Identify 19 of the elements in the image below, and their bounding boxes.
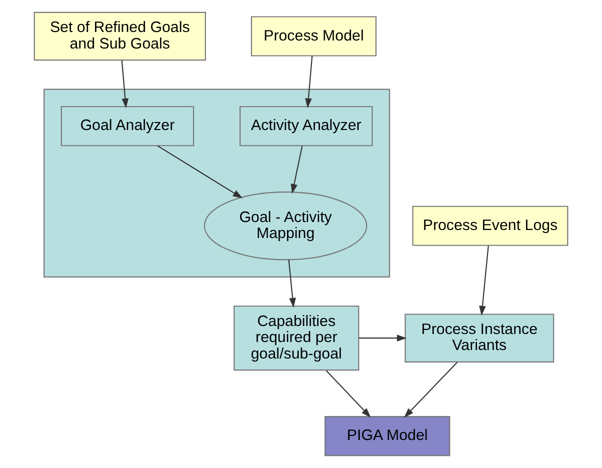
- arrow: [290, 146, 303, 194]
- node-box: Capabilities required per goal/sub-goal: [234, 306, 360, 371]
- node-box: Process Instance Variants: [404, 314, 554, 362]
- node-box: Process Event Logs: [412, 206, 568, 246]
- arrow: [157, 145, 243, 198]
- arrow: [358, 334, 407, 342]
- arrow: [404, 362, 458, 418]
- node-box: Set of Refined Goals and Sub Goals: [34, 12, 206, 61]
- arrow: [326, 370, 371, 418]
- node-box: Process Model: [250, 16, 377, 56]
- cluster: [44, 88, 390, 278]
- node-ellipse: Goal - Activity Mapping: [204, 192, 368, 260]
- arrow: [479, 246, 489, 316]
- node-box: Activity Analyzer: [240, 106, 373, 146]
- arrow: [121, 60, 129, 108]
- arrow: [288, 260, 296, 308]
- arrow: [305, 56, 313, 108]
- node-box: Goal Analyzer: [60, 106, 194, 146]
- node-box: PIGA Model: [324, 416, 450, 456]
